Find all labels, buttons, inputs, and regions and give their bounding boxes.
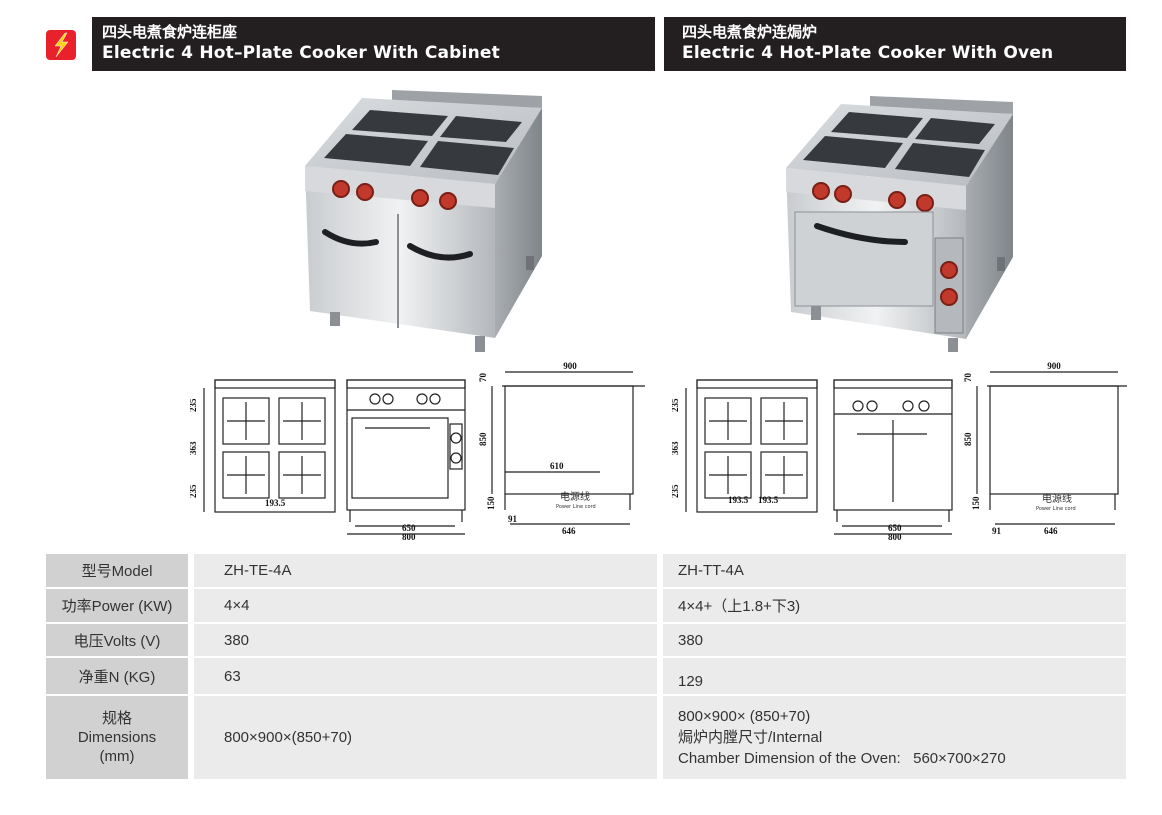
dim-235a: 235	[672, 398, 680, 412]
title-en-right: Electric 4 Hot-Plate Cooker With Oven	[682, 43, 1054, 63]
label-power: 功率Power (KW)	[46, 589, 188, 622]
product-photo-cabinet	[305, 90, 542, 352]
value-model-b: ZH-TT-4A	[663, 554, 1126, 587]
lightning-icon	[54, 32, 69, 58]
value-power-b: 4×4+（上1.8+下3)	[663, 589, 1126, 622]
technical-drawing-oven: 900 235 363 235 193.5 193.5 70 850 150 6…	[672, 362, 1127, 542]
dim-646: 646	[1044, 526, 1058, 536]
cord-label-cn: 电源线	[1042, 492, 1072, 505]
dim-850: 850	[963, 432, 973, 446]
dim-800: 800	[402, 532, 416, 542]
cord-label-en: Power Line cord	[1036, 506, 1076, 512]
brand-logo	[46, 30, 76, 60]
value-power-a: 4×4	[194, 589, 657, 622]
dim-1935: 193.5	[265, 498, 286, 508]
dim-650: 650	[888, 523, 902, 533]
dim-1935b: 193.5	[758, 495, 779, 505]
label-model: 型号Model	[46, 554, 188, 587]
value-model-a: ZH-TE-4A	[194, 554, 657, 587]
dim-800: 800	[888, 532, 902, 542]
label-dimensions: 规格 Dimensions (mm)	[46, 696, 188, 779]
label-dimensions-en: Dimensions	[77, 729, 157, 746]
value-volts-b: 380	[663, 624, 1126, 656]
dim-850: 850	[478, 432, 488, 446]
row-volts: 电压Volts (V) 380 380	[46, 624, 1126, 656]
value-dimensions-b: 800×900× (850+70) 焗炉内膛尺寸/Internal Chambe…	[663, 696, 1126, 779]
dim-70: 70	[963, 373, 973, 383]
title-en-left: Electric 4 Hot–Plate Cooker With Cabinet	[102, 43, 500, 63]
value-dimensions-a: 800×900×(850+70)	[194, 696, 657, 779]
dim-235b: 235	[190, 484, 198, 498]
dim-150: 150	[971, 496, 981, 510]
title-cn-right: 四头电煮食炉连焗炉	[682, 23, 818, 41]
dim-363: 363	[672, 441, 680, 455]
value-volts-a: 380	[194, 624, 657, 656]
dim-70: 70	[478, 373, 488, 383]
cord-label-cn: 电源线	[560, 490, 590, 503]
dim-width: 900	[1047, 362, 1061, 371]
label-dimensions-cn: 规格	[101, 710, 132, 727]
technical-drawing-cabinet: 900 235 363 235 193.5 70 850 150 610 650…	[190, 362, 645, 542]
label-volts: 电压Volts (V)	[46, 624, 188, 656]
label-weight: 净重N (KG)	[46, 658, 188, 694]
dim-646: 646	[562, 526, 576, 536]
dim-91: 91	[992, 526, 1002, 536]
product-photo-oven	[786, 96, 1013, 352]
label-dimensions-unit: (mm)	[99, 748, 135, 765]
row-weight: 净重N (KG) 63 129	[46, 658, 1126, 694]
dim-610: 610	[550, 461, 564, 471]
dim-235b: 235	[672, 484, 680, 498]
value-weight-b: 129	[663, 658, 1126, 694]
value-weight-a: 63	[194, 658, 657, 694]
dims-b-line1: 800×900× (850+70)	[678, 708, 811, 725]
dim-91: 91	[508, 514, 518, 524]
dim-150: 150	[486, 496, 496, 510]
dim-235a: 235	[190, 398, 198, 412]
dim-363: 363	[190, 441, 198, 455]
dim-width: 900	[563, 362, 577, 371]
title-cn-left: 四头电煮食炉连柜座	[102, 23, 238, 41]
header-right: 四头电煮食炉连焗炉 Electric 4 Hot-Plate Cooker Wi…	[664, 17, 1126, 71]
dim-1935a: 193.5	[728, 495, 749, 505]
dim-650: 650	[402, 523, 416, 533]
cord-label-en: Power Line cord	[556, 504, 596, 510]
dims-b-line3: Chamber Dimension of the Oven: 560×700×2…	[678, 750, 1006, 767]
dims-b-line2: 焗炉内膛尺寸/Internal	[678, 729, 823, 746]
row-power: 功率Power (KW) 4×4 4×4+（上1.8+下3)	[46, 589, 1126, 622]
row-dimensions: 规格 Dimensions (mm) 800×900×(850+70) 800×…	[46, 696, 1126, 779]
header-left: 四头电煮食炉连柜座 Electric 4 Hot–Plate Cooker Wi…	[92, 17, 655, 71]
row-model: 型号Model ZH-TE-4A ZH-TT-4A	[46, 554, 1126, 587]
